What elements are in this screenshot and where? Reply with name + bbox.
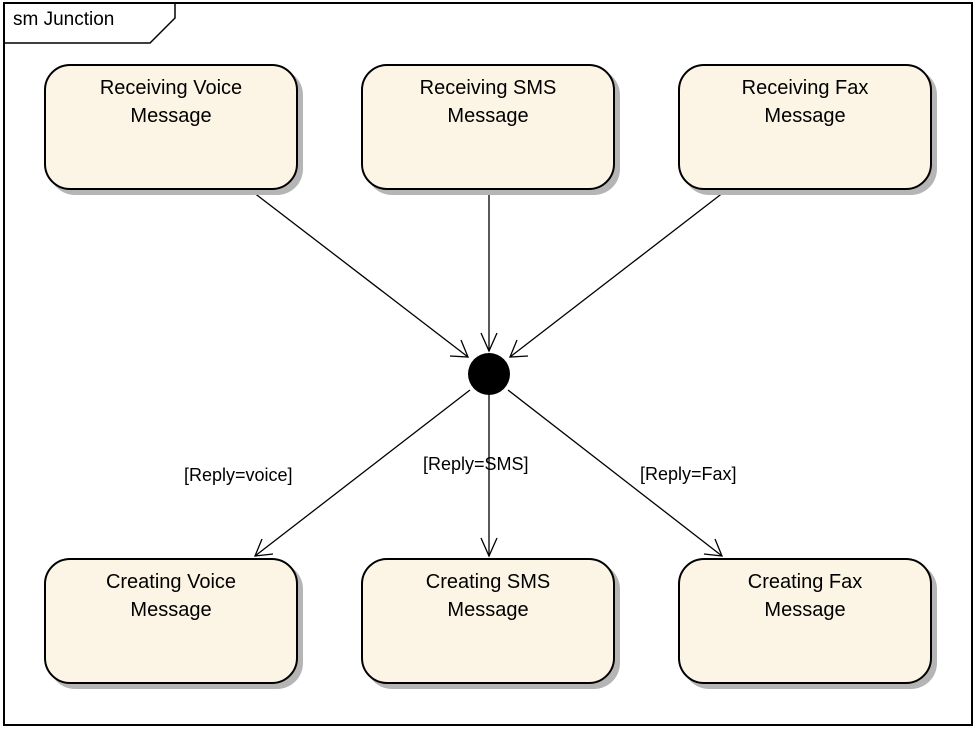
transition-voice-out [254, 389, 471, 557]
guard-reply-voice: [Reply=voice] [184, 465, 293, 485]
arrowhead-sms-out [480, 537, 498, 558]
arrowhead-sms-in [480, 332, 498, 353]
arrowhead-fax-in [509, 339, 529, 358]
transition-voice-in [252, 191, 469, 358]
transition-fax-in [509, 191, 725, 358]
frame-title: sm Junction [13, 9, 115, 30]
arrowhead-fax-out [703, 538, 724, 557]
junction-pseudostate [468, 353, 510, 395]
guard-reply-fax: [Reply=Fax] [640, 464, 737, 484]
arrowhead-voice-out [253, 538, 274, 557]
transition-fax-out [507, 389, 723, 557]
frame-title-tab [4, 3, 176, 44]
arrowhead-voice-in [449, 339, 469, 358]
guard-reply-sms: [Reply=SMS] [423, 454, 529, 474]
